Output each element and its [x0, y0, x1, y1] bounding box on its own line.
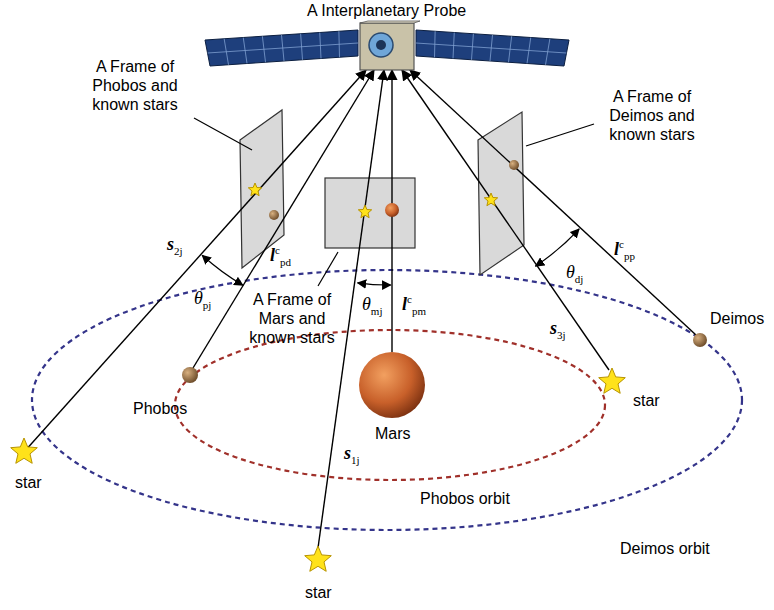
probe-lens-core: [376, 40, 386, 50]
deimos-orbit: [32, 270, 742, 530]
leader-line: [194, 118, 252, 150]
probe-body: [360, 23, 414, 70]
sight-lines: [24, 70, 696, 548]
star-symbol: [484, 193, 497, 206]
angle-label: θmj: [362, 295, 382, 321]
vector-label: lcpp: [614, 235, 635, 266]
planet-label: Mars: [375, 424, 411, 443]
angle-arc: [202, 255, 243, 285]
mars-image: [385, 203, 399, 217]
vector-label: s3j: [550, 319, 566, 345]
star-symbol: [248, 183, 261, 196]
probe-label: A Interplanetary Probe: [307, 1, 466, 20]
angle-arcs: [202, 229, 579, 285]
phobos-moon: [182, 367, 198, 383]
probe-illustration: [205, 21, 569, 70]
angle-arc: [536, 229, 580, 266]
probe-body-side: [360, 21, 420, 23]
frame-label: A Frame of Mars and known stars: [240, 290, 344, 347]
image-frame: [325, 178, 415, 248]
deimos-image: [509, 160, 519, 170]
star-symbol: [358, 205, 371, 218]
sight-line: [318, 70, 384, 548]
angle-arc: [358, 283, 391, 285]
angle-label: θpj: [194, 289, 211, 315]
vector-label: lcpm: [402, 290, 426, 321]
probe-lens: [369, 33, 393, 57]
phobos-image: [269, 210, 279, 220]
star-label: star: [633, 391, 660, 410]
vector-label: lcpd: [270, 241, 291, 272]
moon-label: Phobos: [133, 399, 187, 418]
star-symbol: [11, 438, 38, 463]
sight-line: [402, 70, 609, 370]
orbit-label: Deimos orbit: [620, 539, 710, 558]
frame-label: A Frame of Phobos and known stars: [79, 57, 191, 114]
solar-panel: [205, 30, 358, 66]
star-symbol: [305, 546, 332, 571]
sight-line: [193, 70, 374, 368]
leader-line: [318, 252, 338, 286]
sight-line: [24, 70, 366, 452]
vector-label: s2j: [167, 235, 183, 261]
image-frame: [240, 110, 284, 268]
leader-line: [526, 124, 594, 146]
image-frame: [478, 112, 524, 275]
star-label: star: [15, 473, 42, 492]
solar-panel: [416, 30, 569, 66]
orbit-label: Phobos orbit: [420, 489, 510, 508]
deimos-moon: [693, 333, 707, 347]
angle-label: θdj: [566, 263, 583, 289]
phobos-orbit: [175, 330, 605, 480]
panel-cell-line: [208, 43, 359, 53]
frame-label: A Frame of Deimos and known stars: [596, 87, 708, 144]
star-symbol: [599, 368, 626, 393]
vector-label: s1j: [344, 444, 360, 470]
star-label: star: [305, 583, 332, 602]
panel-cell-line: [416, 43, 567, 53]
stars: [11, 183, 626, 571]
mars-planet: [359, 352, 425, 418]
leader-lines: [194, 118, 594, 286]
moon-label: Deimos: [710, 309, 764, 328]
